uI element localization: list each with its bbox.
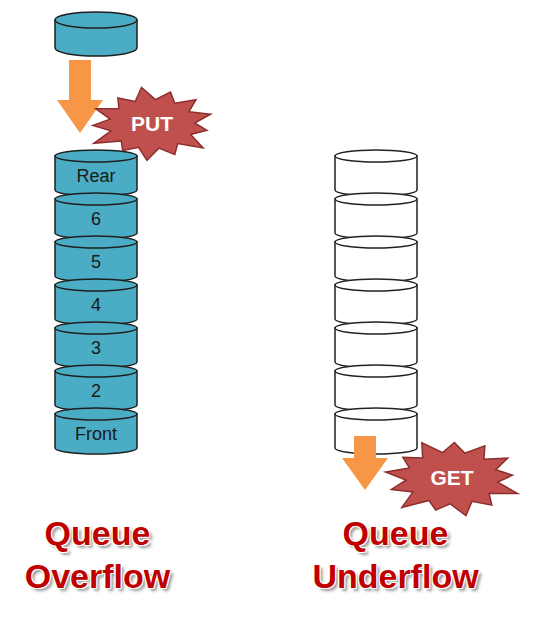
- empty-queue-stack: [335, 150, 417, 454]
- callout-text: PUT: [131, 112, 173, 136]
- queue-element: 5: [55, 236, 137, 279]
- callout-text: GET: [430, 466, 473, 490]
- queue-element: 2: [55, 365, 137, 408]
- element-label: 3: [55, 334, 137, 362]
- element-label: 2: [55, 377, 137, 405]
- element-label: 4: [55, 291, 137, 319]
- get-arrow: [342, 436, 388, 490]
- element-label: Rear: [55, 162, 137, 190]
- queue-element: 4: [55, 279, 137, 322]
- queue-element: 3: [55, 322, 137, 365]
- queue-element: 6: [55, 193, 137, 236]
- starburst-callout: GET: [386, 441, 518, 515]
- queue-element: Front: [55, 408, 137, 451]
- incoming-disc: [55, 12, 137, 56]
- element-label: 6: [55, 205, 137, 233]
- element-label: Front: [55, 420, 137, 448]
- starburst-callout: PUT: [91, 89, 213, 159]
- caption-label: Queue Overflow: [10, 512, 185, 598]
- element-label: 5: [55, 248, 137, 276]
- caption-label: Queue Underflow: [303, 512, 488, 598]
- put-arrow: [57, 60, 103, 133]
- queue-element: Rear: [55, 150, 137, 193]
